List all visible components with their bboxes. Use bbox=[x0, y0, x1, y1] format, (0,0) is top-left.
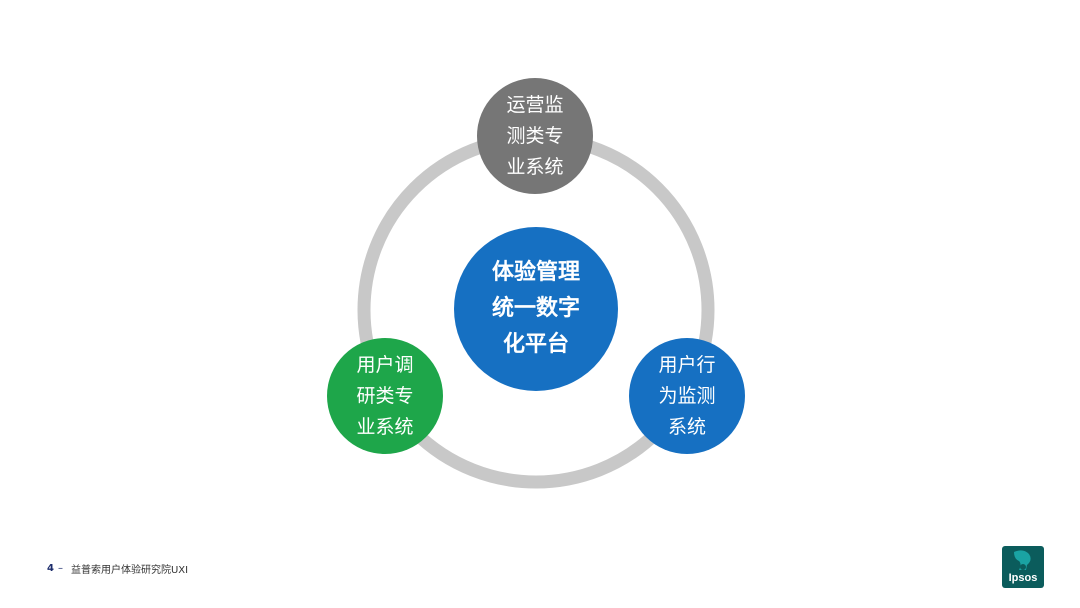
left-node-line-3: 业系统 bbox=[356, 415, 414, 438]
top-node-line-2: 测类专 bbox=[506, 124, 564, 147]
center-node-line-2: 统一数字 bbox=[491, 296, 580, 321]
ipsos-logo: Ipsos bbox=[1002, 546, 1044, 588]
right-node: 用户行 为监测 系统 bbox=[629, 338, 745, 454]
right-node-line-1: 用户行 bbox=[658, 353, 716, 376]
left-node-line-1: 用户调 bbox=[356, 353, 414, 376]
center-node: 体验管理 统一数字 化平台 bbox=[454, 227, 618, 391]
left-node-line-2: 研类专 bbox=[356, 384, 414, 407]
slide-footer: 4 – 益普索用户体验研究院UXI bbox=[47, 561, 188, 576]
left-node: 用户调 研类专 业系统 bbox=[327, 338, 443, 454]
top-node-line-3: 业系统 bbox=[506, 155, 564, 178]
logo-text: Ipsos bbox=[1008, 572, 1038, 584]
center-node-line-1: 体验管理 bbox=[491, 260, 580, 285]
right-node-line-2: 为监测 bbox=[658, 384, 716, 407]
center-node-line-3: 化平台 bbox=[502, 332, 569, 357]
top-node-line-1: 运营监 bbox=[506, 93, 564, 116]
right-node-line-3: 系统 bbox=[667, 415, 706, 438]
footer-text: 益普索用户体验研究院UXI bbox=[70, 565, 189, 576]
top-node: 运营监 测类专 业系统 bbox=[477, 78, 593, 194]
logo-mark-icon bbox=[1014, 550, 1031, 570]
page-number: 4 bbox=[47, 563, 54, 574]
footer-dash: – bbox=[57, 563, 63, 574]
